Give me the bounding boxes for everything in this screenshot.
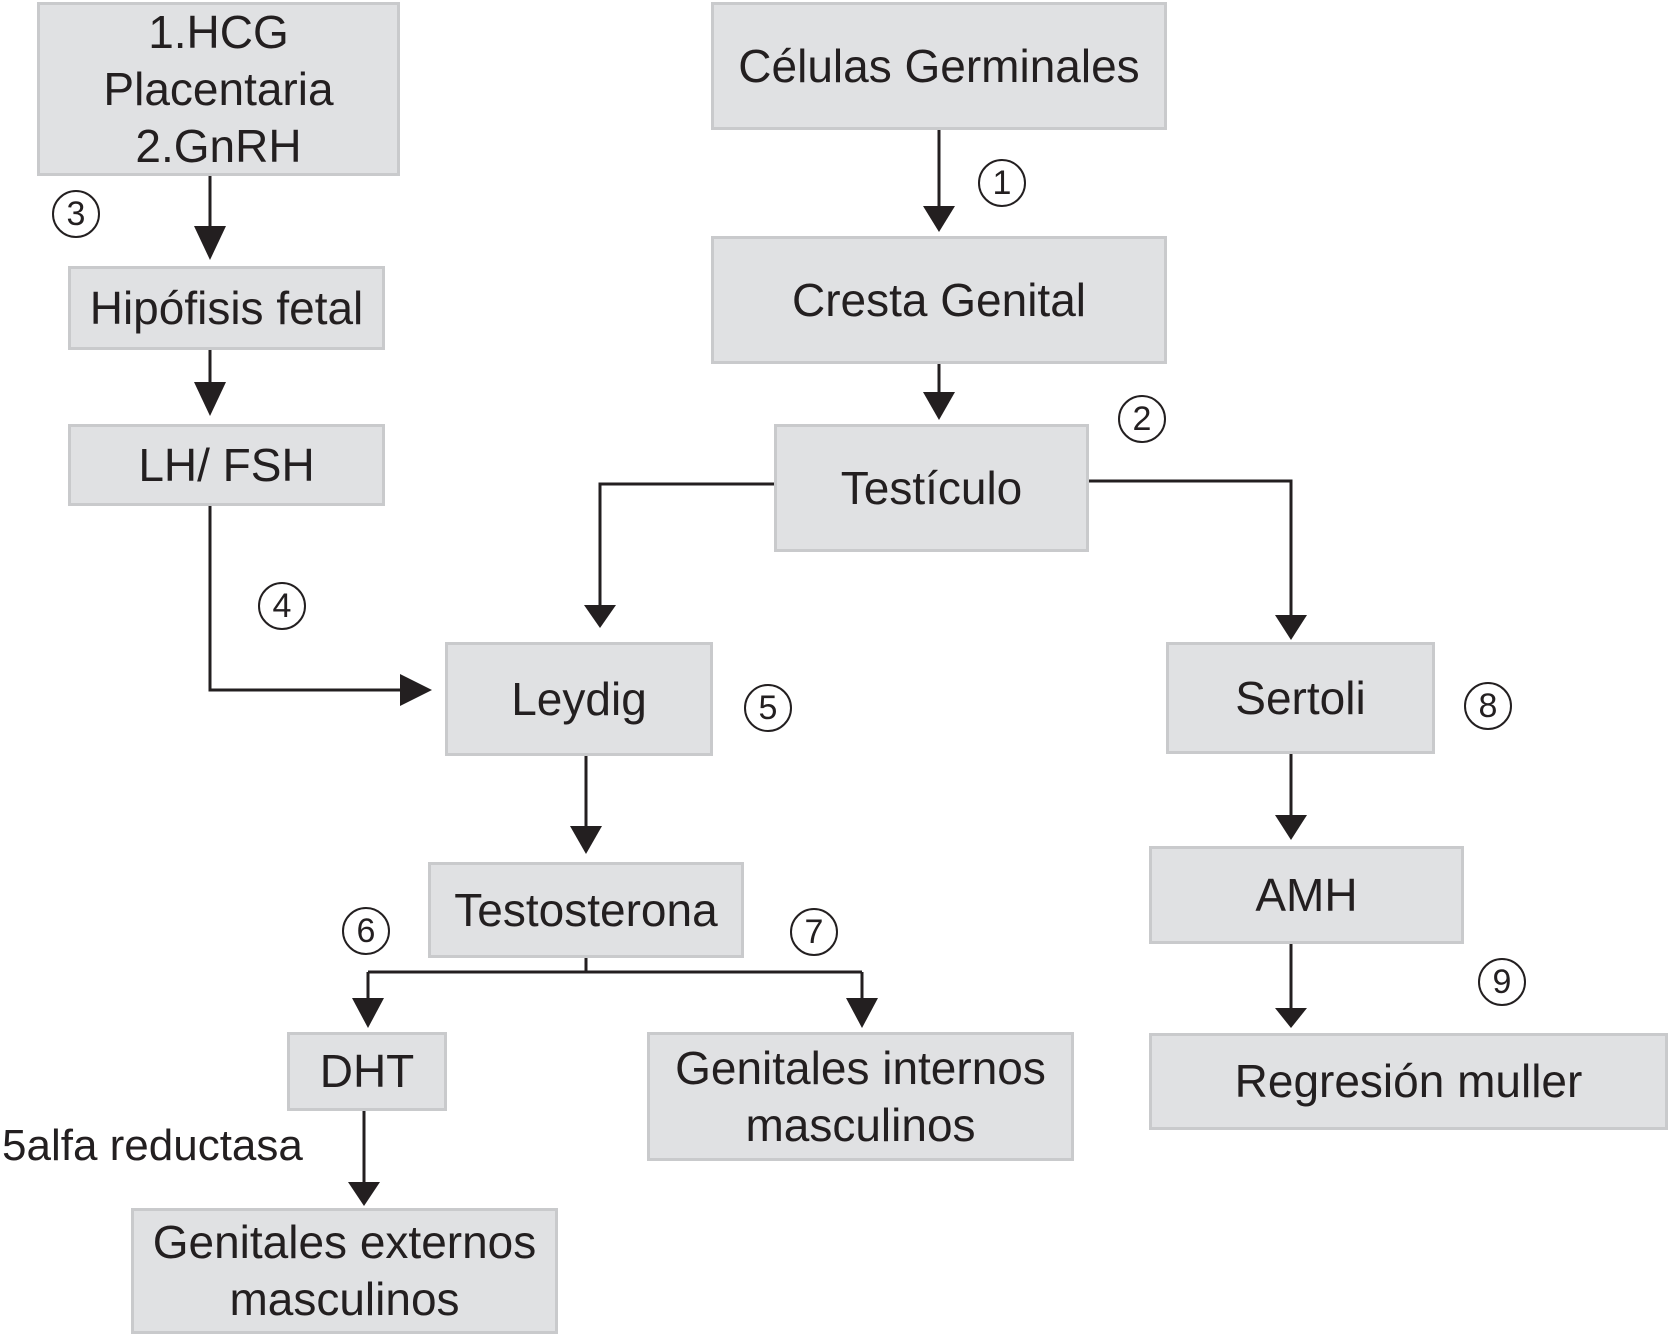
- arrowhead: [1275, 815, 1307, 840]
- arrowhead: [570, 826, 602, 854]
- step-badge-4: 4: [258, 582, 306, 630]
- arrowhead: [584, 605, 616, 628]
- node-amh: AMH: [1149, 846, 1464, 944]
- arrowhead: [846, 998, 878, 1028]
- node-celulas-germinales: Células Germinales: [711, 2, 1167, 130]
- node-hcg-gnrh: 1.HCG Placentaria 2.GnRH: [37, 2, 400, 176]
- arrow-testiculo-to-sertoli: [1089, 479, 1293, 615]
- arrowhead: [194, 382, 226, 416]
- step-badge-3: 3: [52, 190, 100, 238]
- arrowhead: [194, 226, 226, 260]
- arrowhead: [348, 1182, 380, 1206]
- node-sertoli: Sertoli: [1166, 642, 1435, 754]
- arrowhead: [923, 206, 955, 232]
- arrowhead: [923, 392, 955, 420]
- node-genitales-externos: Genitales externos masculinos: [131, 1208, 558, 1334]
- node-dht: DHT: [287, 1032, 447, 1111]
- node-testiculo: Testículo: [774, 424, 1089, 552]
- arrowhead: [400, 674, 432, 706]
- step-badge-8: 8: [1464, 682, 1512, 730]
- arrow-lhfsh-to-leydig: [208, 506, 400, 692]
- arrow-testiculo-to-leydig: [598, 482, 774, 605]
- arrowhead: [1275, 615, 1307, 640]
- step-badge-5: 5: [744, 684, 792, 732]
- step-badge-6: 6: [342, 907, 390, 955]
- arrowhead: [1275, 1008, 1307, 1028]
- enzyme-label: 5alfa reductasa: [2, 1121, 303, 1170]
- node-leydig: Leydig: [445, 642, 713, 756]
- step-badge-2: 2: [1118, 395, 1166, 443]
- arrowhead: [352, 998, 384, 1028]
- arrow-testosterona-split: [368, 958, 862, 974]
- node-hipofisis-fetal: Hipófisis fetal: [68, 266, 385, 350]
- step-badge-7: 7: [790, 908, 838, 956]
- step-badge-1: 1: [978, 159, 1026, 207]
- node-cresta-genital: Cresta Genital: [711, 236, 1167, 364]
- node-genitales-internos: Genitales internos masculinos: [647, 1032, 1074, 1161]
- node-testosterona: Testosterona: [428, 862, 744, 958]
- node-lh-fsh: LH/ FSH: [68, 424, 385, 506]
- node-regresion-muller: Regresión muller: [1149, 1033, 1668, 1130]
- step-badge-9: 9: [1478, 958, 1526, 1006]
